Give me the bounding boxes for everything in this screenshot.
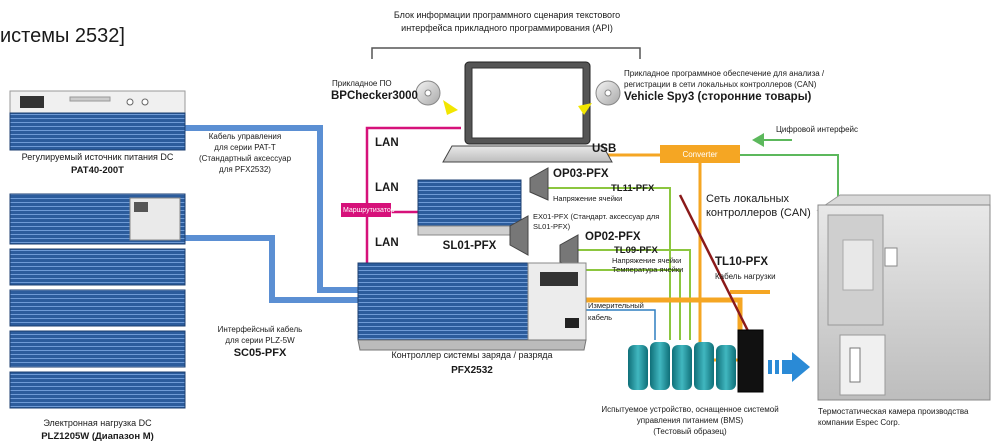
dut-caption-2: управления питанием (BMS) <box>636 416 744 425</box>
usb-label: USB <box>592 143 617 155</box>
load-model: PLZ1205W (Диапазон M) <box>41 431 154 442</box>
op02-label: OP02-PFX <box>585 231 641 243</box>
api-block-line1: Блок информации программного сценария те… <box>393 10 621 20</box>
router-label: Маршрутизатор <box>343 207 395 214</box>
can-label-2: контроллеров (CAN) <box>706 207 811 219</box>
software-left-name: BPChecker3000 <box>331 90 418 102</box>
arrow-yellow-left <box>443 100 458 115</box>
page-title-fragment: истемы 2532] <box>0 25 125 47</box>
digital-interface-cable <box>740 154 839 205</box>
pat-cable-line1: Кабель управления <box>208 132 282 141</box>
chamber-caption-1: Термостатическая камера производства <box>818 407 969 416</box>
tl11-label: TL11-PFX <box>611 183 655 194</box>
tl11-cable <box>530 187 671 340</box>
tl10-caption: Кабель нагрузки <box>715 272 776 281</box>
chamber-caption-2: компании Espec Corp. <box>818 418 900 427</box>
converter-label: Converter <box>682 150 718 159</box>
sc05-caption-1: Интерфейсный кабель <box>217 325 303 334</box>
controller-model: PFX2532 <box>451 365 493 376</box>
power-supply-device <box>9 90 186 151</box>
can-label-1: Сеть локальных <box>706 193 789 205</box>
pat-cable-line2: для серии PAT-T <box>214 143 276 152</box>
battery-cells <box>628 329 764 393</box>
can-bms-cable <box>678 194 757 346</box>
op03-label: OP03-PFX <box>553 168 609 180</box>
lan-label-3: LAN <box>375 237 399 249</box>
measure-label-1: Измерительный <box>588 301 644 310</box>
pat-cable-line4: для PFX2532) <box>219 165 271 174</box>
dut-caption-1: Испытуемое устройство, оснащенное систем… <box>601 405 779 414</box>
tl09-caption-1: Напряжение ячейки <box>612 256 682 265</box>
digital-arrow-head <box>752 133 764 147</box>
api-block-line2: интерфейса прикладного программирования … <box>401 23 613 33</box>
software-right-name: Vehicle Spy3 (сторонние товары) <box>624 91 812 103</box>
software-right-caption-1: Прикладное программное обеспечение для а… <box>624 69 825 78</box>
tl09-caption-2: Температура ячейки <box>612 265 684 274</box>
router-box <box>341 203 391 217</box>
converter-box <box>660 145 740 163</box>
sl01-device <box>417 179 522 236</box>
digital-interface-label: Цифровой интерфейс <box>776 125 859 134</box>
tl09-temp-cable <box>540 269 681 340</box>
lan-label-1: LAN <box>375 137 399 149</box>
cd-icon-right <box>595 80 621 106</box>
api-bracket <box>371 47 641 59</box>
arrow-to-chamber <box>768 352 810 382</box>
tl09-cable <box>560 249 691 340</box>
lan-label-2: LAN <box>375 182 399 194</box>
ex01-caption-1: EX01-PFX (Стандарт. аксессуар для <box>533 212 660 221</box>
tl09-label: TL09-PFX <box>614 245 658 256</box>
power-supply-model: PAT40-200T <box>71 165 124 176</box>
dut-caption-3: (Тестовый образец) <box>653 427 727 436</box>
op03-connector <box>529 167 549 201</box>
load-caption: Электронная нагрузка DC <box>43 418 152 428</box>
pfx2532-device <box>357 262 587 351</box>
controller-caption: Контроллер системы заряда / разряда <box>391 350 553 360</box>
thermostatic-chamber <box>816 194 991 401</box>
tl10-label: TL10-PFX <box>715 256 769 268</box>
power-supply-caption: Регулируемый источник питания DC <box>21 152 174 162</box>
measure-label-2: кабель <box>588 313 613 322</box>
software-left-caption: Прикладное ПО <box>332 79 392 88</box>
sl01-label: SL01-PFX <box>442 240 497 252</box>
laptop-computer <box>442 61 613 163</box>
cd-icon-left <box>415 80 441 106</box>
electronic-load-stack <box>9 193 186 409</box>
pat-cable-line3: (Стандартный аксессуар <box>198 154 292 163</box>
ex01-caption-2: SL01-PFX) <box>533 222 571 231</box>
software-right-caption-2: регистрации в сети локальных контроллеро… <box>624 80 817 89</box>
plz-interface-cable <box>185 235 400 303</box>
arrow-yellow-right <box>578 103 592 115</box>
tl11-caption: Напряжение ячейки <box>553 194 623 203</box>
sc05-name: SC05-PFX <box>233 347 287 359</box>
sc05-caption-2: для серии PLZ-5W <box>225 336 295 345</box>
ex01-connector <box>509 215 529 256</box>
